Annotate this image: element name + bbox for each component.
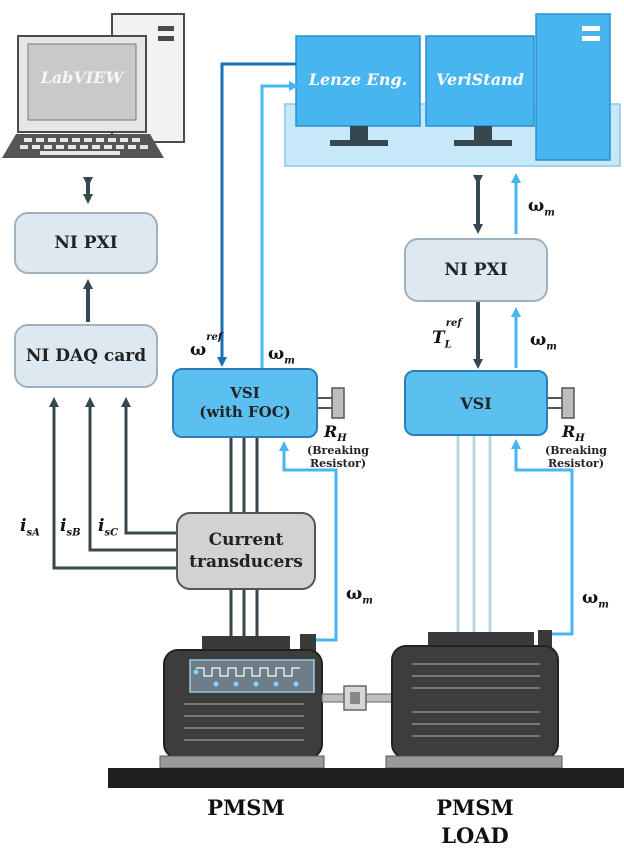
pmsm-motor-icon bbox=[159, 634, 325, 769]
ni-daq-card-box: NI DAQ card bbox=[14, 324, 158, 388]
lenze-screen-label: Lenze Eng. bbox=[308, 70, 408, 89]
breaking-resistor-left-note: (Breaking Resistor) bbox=[307, 444, 369, 470]
omega-m-pc-right-label: ωm bbox=[528, 196, 555, 219]
ni-pxi-right-box: NI PXI bbox=[404, 238, 548, 302]
pc-left-icon bbox=[2, 13, 185, 158]
current-transducers-line1: Current bbox=[208, 530, 284, 550]
pmsm-load-icon bbox=[385, 630, 563, 769]
breaking-resistor-right bbox=[548, 387, 575, 419]
omega-m-vsi-left-label: ωm bbox=[268, 344, 295, 367]
omega-m-pxi-right-label: ωm bbox=[530, 330, 557, 353]
isC-label: isC bbox=[98, 516, 119, 539]
pmsm-caption: PMSM bbox=[207, 795, 285, 820]
ni-pxi-left-box: NI PXI bbox=[14, 212, 158, 274]
arrow-isA bbox=[49, 397, 176, 570]
three-phase-lines-right bbox=[456, 436, 492, 636]
breaking-resistor-right-note: (Breaking Resistor) bbox=[545, 444, 607, 470]
coupling-shaft bbox=[321, 685, 393, 711]
arrow-isC bbox=[121, 397, 176, 535]
omega-ref-label: ωref bbox=[190, 332, 223, 360]
omega-m-load-label: ωm bbox=[582, 588, 609, 611]
rh-left-label: RH bbox=[324, 422, 347, 445]
rh-right-label: RH bbox=[562, 422, 585, 445]
arrow-omega-m-load-to-vsi bbox=[511, 439, 574, 636]
three-phase-lines-left bbox=[229, 438, 259, 636]
arrow-omega-ref bbox=[217, 62, 296, 367]
labview-screen-label: LabVIEW bbox=[40, 68, 124, 87]
vsi-right-box: VSI bbox=[404, 370, 548, 436]
isB-label: isB bbox=[60, 516, 81, 539]
arrow-omega-m-motor-to-vsi bbox=[279, 441, 338, 642]
vsi-foc-line2: (with FOC) bbox=[199, 403, 291, 421]
vsi-foc-line1: VSI bbox=[230, 384, 260, 402]
isA-label: isA bbox=[20, 516, 40, 539]
omega-m-motor-left-label: ωm bbox=[346, 584, 373, 607]
veristand-screen-label: VeriStand bbox=[436, 70, 524, 89]
pc-right-icon bbox=[284, 13, 621, 167]
arrow-omega-m-left-up bbox=[260, 81, 299, 368]
current-transducers-line2: transducers bbox=[189, 552, 303, 572]
pmsm-load-caption: PMSM LOAD bbox=[436, 795, 514, 848]
arrow-isB bbox=[85, 397, 176, 552]
current-transducers-box: Current transducers bbox=[176, 512, 316, 590]
breaking-resistor-left bbox=[318, 387, 345, 419]
vsi-foc-box: VSI (with FOC) bbox=[172, 368, 318, 438]
base-rail bbox=[108, 768, 624, 788]
tl-ref-label: TLref bbox=[432, 318, 462, 351]
